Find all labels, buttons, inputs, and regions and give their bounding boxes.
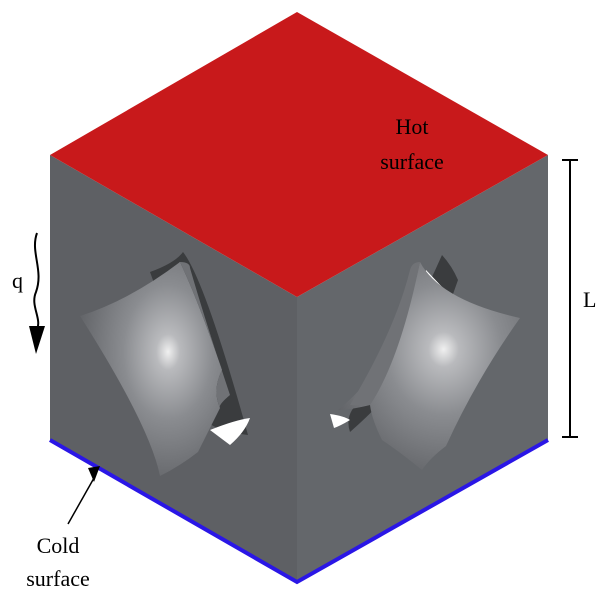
length-label: L: [583, 287, 596, 312]
right-cavity: [330, 255, 520, 470]
cold-surface-label-line2: surface: [26, 566, 90, 591]
cold-surface-label-line1: Cold: [37, 533, 80, 558]
right-cavity-surface: [338, 262, 520, 470]
cold-surface-marker: [88, 466, 100, 482]
heat-flux-label: q: [12, 268, 23, 293]
hot-surface: [50, 12, 548, 297]
heat-flux-arrow: [33, 232, 40, 331]
hot-surface-label-line1: Hot: [396, 114, 429, 139]
left-cavity: [80, 252, 250, 476]
cold-surface-edge: [49, 438, 549, 585]
length-dimension: [562, 159, 578, 438]
hot-surface-label-line2: surface: [380, 149, 444, 174]
cold-surface-leader: [67, 477, 95, 525]
heat-flux-arrowhead: [29, 326, 45, 354]
left-cavity-surface: [80, 262, 222, 476]
